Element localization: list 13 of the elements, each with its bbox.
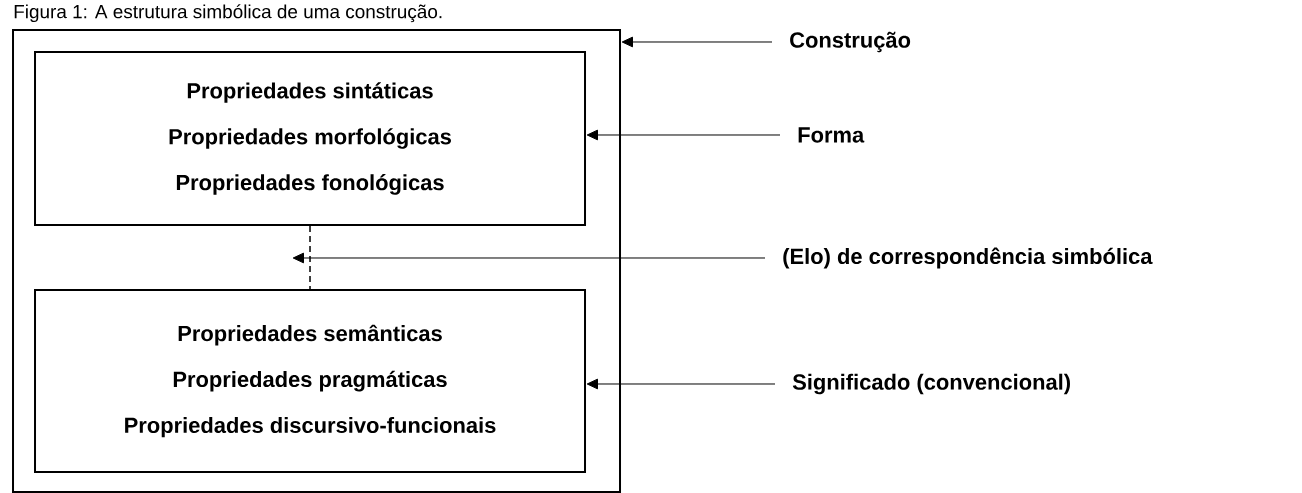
outer-box — [12, 29, 621, 493]
leader-arrow — [586, 129, 781, 141]
leader-arrow — [292, 252, 766, 264]
callout-label: Forma — [798, 127, 865, 143]
property-box: Propriedades sintáticas Propriedades morfológicas Propriedades fonológicas — [34, 51, 586, 226]
callout-label: Significado (convencional) — [792, 373, 1070, 395]
property-box: Propriedades semânticas Propriedades pragmáticas Propriedades discursivo-funcionais — [34, 289, 586, 473]
leader-arrow — [621, 36, 773, 48]
leader-arrow — [586, 378, 776, 390]
correspondence-link — [309, 225, 311, 290]
callout-label: (Elo) de correspondência simbólica — [783, 247, 1153, 269]
callout-label: Construção — [790, 31, 911, 53]
figure-title: Figura 1: A estrutura simbólica de uma construção. — [14, 4, 442, 23]
